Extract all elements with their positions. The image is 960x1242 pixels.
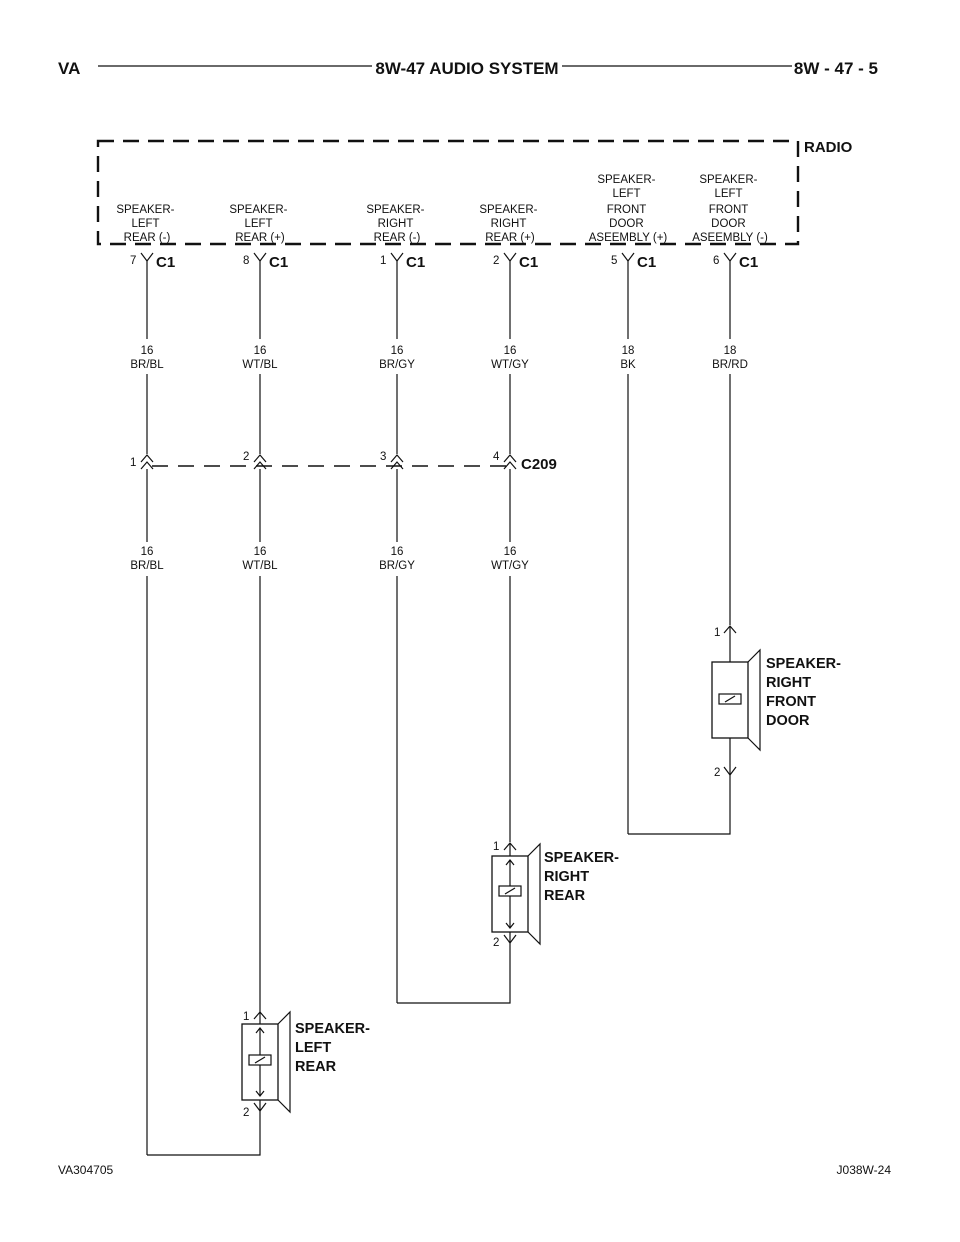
svg-text:3: 3: [380, 451, 386, 463]
c209-pin-3: 3: [380, 451, 404, 470]
page-header: VA 8W-47 AUDIO SYSTEM 8W - 47 - 5: [58, 59, 878, 78]
c209-pin-4: 4: [493, 451, 517, 470]
svg-text:2: 2: [493, 937, 499, 949]
svg-text:4: 4: [493, 451, 500, 463]
svg-text:1: 1: [493, 841, 499, 853]
c1-pin-8: 8 C1: [243, 252, 288, 271]
page-footer: VA304705 J038W-24: [58, 1163, 891, 1177]
speaker-right-rear: 1 2 SPEAKER- RIGHT REAR: [397, 841, 623, 1004]
c1-pin-6: 6 C1: [713, 252, 758, 271]
speaker-label: SPEAKER- LEFT REAR: [295, 1021, 374, 1075]
footer-right: J038W-24: [837, 1163, 892, 1177]
svg-text:2: 2: [714, 767, 720, 779]
svg-text:2: 2: [243, 451, 249, 463]
speaker-right-front-door: 1 2 SPEAKER- RIGHT FRONT DOOR: [628, 625, 845, 835]
svg-text:5: 5: [611, 255, 617, 267]
svg-text:2: 2: [243, 1107, 249, 1119]
svg-text:1: 1: [130, 457, 136, 469]
speaker-label: SPEAKER- RIGHT REAR: [544, 850, 623, 904]
header-left: VA: [58, 59, 80, 78]
svg-text:C1: C1: [156, 254, 175, 271]
c1-pin-1: 1 C1: [380, 252, 425, 271]
terminal-desc-right-rear-pos: SPEAKER- RIGHT REAR (+): [479, 204, 540, 244]
c209-pin-2: 2: [243, 451, 267, 470]
c209-label: C209: [521, 456, 557, 473]
svg-text:2: 2: [493, 255, 499, 267]
terminal-desc-right-rear-neg: SPEAKER- RIGHT REAR (-): [366, 204, 427, 244]
svg-text:1: 1: [714, 627, 720, 639]
c1-pin-5: 5 C1: [611, 252, 656, 271]
header-title: 8W-47 AUDIO SYSTEM: [375, 59, 558, 78]
radio-box: [96, 139, 800, 246]
svg-text:C1: C1: [739, 254, 758, 271]
svg-text:C1: C1: [519, 254, 538, 271]
c1-pin-7: 7 C1: [130, 252, 175, 271]
terminal-desc-left-rear-neg: SPEAKER- LEFT REAR (-): [116, 204, 177, 244]
c209-pin-1: 1: [130, 454, 154, 470]
header-page-number: 8W - 47 - 5: [794, 59, 878, 78]
svg-text:C1: C1: [269, 254, 288, 271]
svg-text:C1: C1: [637, 254, 656, 271]
radio-label: RADIO: [804, 139, 853, 156]
speaker-label: SPEAKER- RIGHT FRONT DOOR: [766, 656, 845, 729]
speaker-left-rear: 1 2 SPEAKER- LEFT REAR: [147, 1010, 374, 1156]
c1-pin-2: 2 C1: [493, 252, 538, 271]
radio-module: RADIO SPEAKER- LEFT REAR (-) SPEAKER- LE…: [96, 139, 853, 271]
terminal-desc-left-rear-pos: SPEAKER- LEFT REAR (+): [229, 204, 290, 244]
terminal-desc-left-front-door-neg: SPEAKER- LEFT FRONT DOOR ASEEMBLY (-): [692, 174, 768, 244]
svg-text:1: 1: [380, 255, 386, 267]
svg-text:8: 8: [243, 255, 249, 267]
svg-text:C1: C1: [406, 254, 425, 271]
terminal-desc-left-front-door-pos: SPEAKER- LEFT FRONT DOOR ASEEMBLY (+): [589, 174, 668, 244]
c209-connector: 1 2 3 4 C209: [130, 451, 557, 473]
svg-text:1: 1: [243, 1011, 249, 1023]
footer-left: VA304705: [58, 1163, 113, 1177]
svg-text:6: 6: [713, 255, 719, 267]
svg-text:7: 7: [130, 255, 136, 267]
